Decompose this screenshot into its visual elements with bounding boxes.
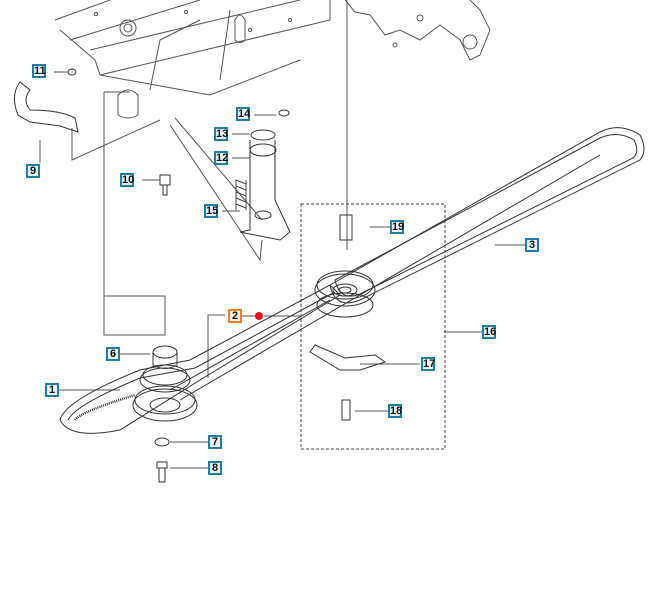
- callout-9[interactable]: 9: [26, 164, 40, 178]
- tensioner-arm: [239, 109, 291, 241]
- bolt-8: [156, 461, 168, 483]
- callout-3[interactable]: 3: [525, 238, 539, 252]
- callout-7[interactable]: 7: [208, 435, 222, 449]
- idler-pulley: [314, 270, 376, 318]
- callout-13[interactable]: 13: [214, 127, 229, 141]
- callout-10[interactable]: 10: [120, 173, 135, 187]
- callout-19[interactable]: 19: [390, 220, 405, 234]
- callout-6[interactable]: 6: [106, 347, 120, 361]
- spring: [235, 179, 247, 210]
- hook-bracket: [14, 81, 79, 133]
- callout-18[interactable]: 18: [388, 404, 403, 418]
- leader-lines: [39, 0, 525, 469]
- callout-14[interactable]: 14: [236, 107, 251, 121]
- callout-17[interactable]: 17: [421, 357, 436, 371]
- belt-short: [59, 284, 341, 434]
- group-box: [300, 203, 446, 450]
- callout-8[interactable]: 8: [208, 461, 222, 475]
- callout-11[interactable]: 11: [32, 64, 46, 78]
- callout-2[interactable]: 2: [228, 309, 242, 323]
- selected-marker: [255, 312, 263, 320]
- bracket-17: [309, 344, 387, 371]
- bolt-18: [341, 399, 351, 421]
- washer-7: [154, 437, 170, 447]
- bolt-10: [159, 174, 171, 196]
- callout-15[interactable]: 15: [204, 204, 219, 218]
- chassis-frame: [54, 0, 331, 119]
- drive-pulley: [132, 345, 198, 422]
- callout-16[interactable]: 16: [482, 325, 497, 339]
- belt-long: [169, 127, 645, 401]
- bracket: [344, 0, 491, 61]
- callout-12[interactable]: 12: [214, 151, 229, 165]
- callout-1[interactable]: 1: [45, 383, 59, 397]
- bolt-19: [339, 214, 353, 241]
